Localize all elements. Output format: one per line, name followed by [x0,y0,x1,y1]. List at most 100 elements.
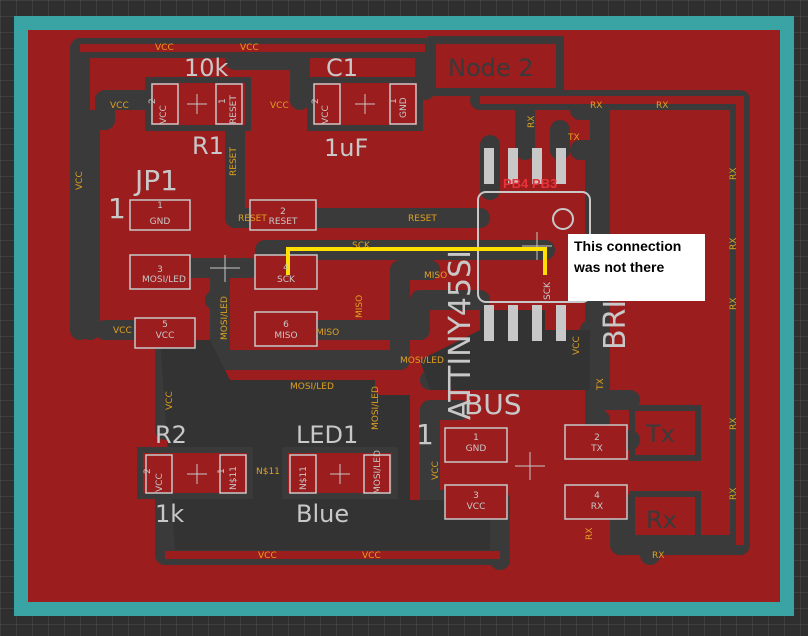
net-reset-3: RESET [229,147,239,176]
r2-pad-left-net: VCC [155,473,165,492]
net-tx-2: TX [596,378,606,391]
bus-label: BUS [464,388,521,421]
net-vcc-8: VCC [75,171,85,190]
tx-label: Tx [645,420,675,448]
annotation-note: This connection was not there [568,234,705,301]
c1-name: C1 [326,54,358,82]
net-reset-1: RESET [238,214,267,224]
pad-gnd-jp-net: GND [150,217,171,227]
pad-labels: 1 GND 2 RESET 3 MOSI/LED 4 SCK 5 VCC 6 M… [142,201,603,512]
pad-mosi-pin: 3 [157,265,163,275]
net-miso-2: MISO [316,328,339,338]
r2-value: 1k [155,500,184,528]
net-vcc-6: VCC [258,551,277,561]
pad-mosi-net: MOSI/LED [142,275,186,285]
pad-miso-pin: 6 [283,320,289,330]
pad-gnd-bus-net: GND [466,444,487,454]
net-mosi-4: MOSI/LED [371,386,381,430]
net-vcc-9: VCC [165,391,175,410]
pad-vcc-pin: 5 [162,320,168,330]
net-vcc-7: VCC [362,551,381,561]
r1-pad-left-net: VCC [159,105,169,124]
component-pad-labels: VCC RESET 2 1 VCC GND 2 1 VCC N$11 2 1 N… [143,95,409,494]
missing-connection-highlight [286,247,547,275]
net-mosi-3: MOSI/LED [220,296,230,340]
jp1-pin-number: 1 [108,192,126,225]
net-rx-4: RX [527,116,537,128]
net-tx-1: TX [567,133,580,143]
net-reset-2: RESET [408,214,437,224]
ic-pins [484,148,566,341]
net-rx-9: RX [729,488,739,500]
r2-pad-right-net: N$11 [229,466,239,490]
pad-reset-pin: 2 [280,207,286,217]
led1-value: Blue [296,500,349,528]
crosshairs [187,94,552,484]
annotation-line-1: This connection [574,238,682,254]
rx-label: Rx [646,506,677,534]
net-vcc-10: VCC [431,461,441,480]
led1-pad-left-net: N$11 [299,466,309,490]
pad-sck-pin: 4 [283,263,289,273]
r1-pad-left-pin: 2 [148,98,158,104]
r1-pad-right-pin: 1 [218,98,228,104]
net-vcc-4: VCC [270,101,289,111]
traces [80,44,744,559]
pad-rx-net: RX [591,502,603,512]
c1-value: 1uF [324,134,368,162]
c1-pad-right-pin: 1 [389,98,399,104]
r1-pad-right-net: RESET [229,95,239,124]
net-vcc-5: VCC [113,326,132,336]
net-rx-1: RX [590,101,602,111]
pad-reset-net: RESET [269,217,298,227]
r1-name: R1 [192,132,224,160]
led1-name: LED1 [296,421,358,449]
pad-gnd-jp-pin: 1 [157,201,163,211]
r2-name: R2 [155,421,187,449]
ic-pin1-marker [552,208,574,230]
jp1-name: JP1 [133,164,178,197]
net-vcc-11: VCC [572,336,582,355]
net-rx-3: RX [652,551,664,561]
pad-miso-net: MISO [274,331,297,341]
component-pads [145,83,417,494]
c1-pad-left-pin: 2 [311,98,321,104]
led1-pad-right-net: MOSI/LED [373,450,383,494]
ic-pin-sck: SCK [543,281,553,300]
node-label: Node 2 [448,54,534,82]
net-rx-5: RX [729,168,739,180]
pad-gnd-bus-pin: 1 [473,433,479,443]
r2-pad-left-pin: 2 [143,468,153,474]
pad-tx-net: TX [590,444,603,454]
pad-tx-pin: 2 [594,433,600,443]
pad-sck-net: SCK [277,275,296,285]
net-mosi-1: MOSI/LED [290,382,334,392]
silkscreen-labels: 10k R1 C1 1uF Node 2 JP1 1 R2 1k LED1 Bl… [108,54,677,534]
pad-vcc-bus-net: VCC [467,502,486,512]
net-rx-8: RX [729,418,739,430]
net-rx-6: RX [729,238,739,250]
net-vcc-2: VCC [240,43,259,53]
net-sck: SCK [352,241,371,251]
r2-pad-right-pin: 1 [217,468,227,474]
net-rx-10: RX [585,528,595,540]
net-mosi-2: MOSI/LED [400,356,444,366]
pad-vcc-bus-pin: 3 [473,491,479,501]
pour-region-2 [420,310,590,390]
net-vcc-1: VCC [155,43,174,53]
ic-label: ATTINY45SI [443,250,478,420]
bus-pin-number: 1 [416,418,434,451]
r1-value: 10k [184,54,229,82]
net-miso-3: MISO [355,295,365,318]
c1-pad-right-net: GND [399,97,409,118]
ic-pin-labels: SCK [543,281,553,300]
annotation-line-2: was not there [574,259,665,275]
net-vcc-3: VCC [110,101,129,111]
pad-rx-pin: 4 [594,491,600,501]
net-labels: VCC VCC VCC VCC RESET RESET SCK MISO MIS… [75,43,739,561]
net-rx-7: RX [729,298,739,310]
net-rx-2: RX [656,101,668,111]
pin-annotation: PB4 PB3 [503,176,558,191]
